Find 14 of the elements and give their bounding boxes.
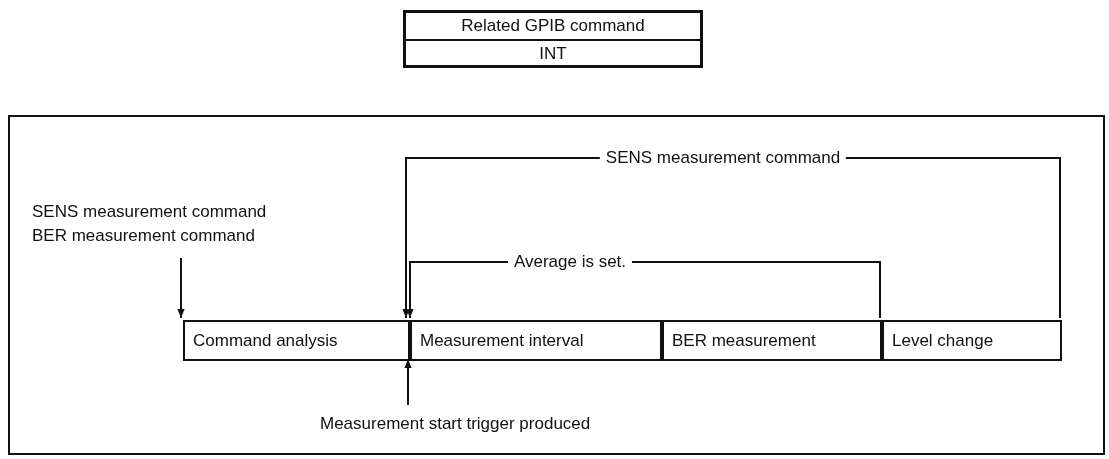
edge-label: Average is set. <box>507 252 633 272</box>
annotation-text: BER measurement command <box>32 225 255 247</box>
frame-border <box>8 115 1105 455</box>
arrow <box>177 257 185 319</box>
table-header: Related GPIB command <box>460 15 646 37</box>
arrow <box>404 358 412 406</box>
table-cell: INT <box>406 39 700 67</box>
process-box: Measurement interval <box>410 320 662 361</box>
process-box: Level change <box>882 320 1062 361</box>
command-table <box>403 10 703 68</box>
annotation-text: SENS measurement command <box>32 201 267 223</box>
process-box: Command analysis <box>183 320 410 361</box>
process-box: BER measurement <box>662 320 882 361</box>
annotation-text: Measurement start trigger produced <box>320 413 591 435</box>
